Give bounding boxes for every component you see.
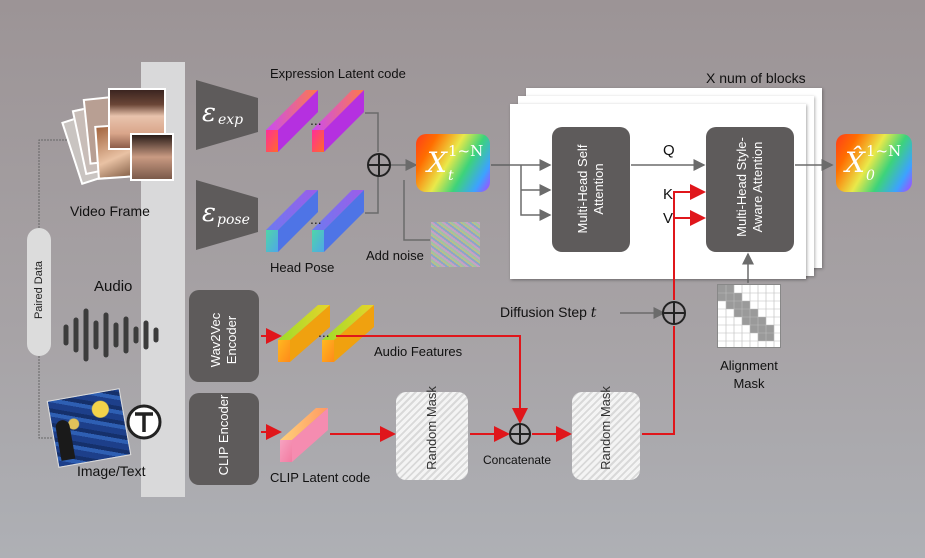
head-pose-label: Head Pose <box>270 260 335 275</box>
audio-features-label: Audio Features <box>374 344 463 359</box>
diffusion-step-label: Diffusion Step t <box>500 304 596 321</box>
pose-encoder-sub: pose <box>217 212 250 228</box>
self-attention-label: Multi-Head Self Attention <box>575 144 606 234</box>
audio-label: Audio <box>94 278 133 295</box>
alignment-mask-label: Alignment Mask <box>720 358 778 391</box>
output-latent-box <box>836 134 912 192</box>
paired-data-pill <box>27 228 51 356</box>
add-noise-label: Add noise <box>366 248 424 263</box>
noisy-latent-symbol: X <box>427 146 447 179</box>
text-t-icon <box>126 404 162 440</box>
alignment-mask-cells <box>718 285 780 347</box>
video-frame-label: Video Frame <box>70 203 150 219</box>
diffusion-step-text: Diffusion Step <box>500 304 587 320</box>
output-latent-sup: 1~N <box>866 142 902 160</box>
diffusion-step-var: t <box>590 305 597 321</box>
svg-text:...: ... <box>318 324 330 340</box>
query-label: Q <box>663 142 675 159</box>
pose-encoder-symbol: ε <box>202 198 216 228</box>
clip-encoder: CLIP Encoder <box>189 393 259 485</box>
expression-encoder-sub: exp <box>218 112 244 128</box>
random-mask-1: Random Mask <box>396 386 468 480</box>
output-latent-sub: 0 <box>866 168 875 184</box>
value-label: V <box>663 210 674 227</box>
self-attention-block: Multi-Head Self Attention <box>552 127 630 252</box>
noisy-latent-box <box>416 134 490 192</box>
image-text-label: Image/Text <box>77 463 146 479</box>
concatenate-label: Concatenate <box>483 453 552 467</box>
svg-text:...: ... <box>310 211 322 227</box>
alignment-mask-grid <box>717 284 781 348</box>
head-pose-prisms: ... <box>266 190 364 252</box>
noisy-latent-sub: t <box>448 168 454 184</box>
expression-encoder-symbol: ε <box>202 98 216 128</box>
clip-latent-label: CLIP Latent code <box>270 470 371 485</box>
wav2vec-encoder: Wav2Vec Encoder <box>189 290 259 382</box>
key-label: K <box>663 186 674 203</box>
random-mask-2: Random Mask <box>572 386 640 480</box>
style-attention-block: Multi-Head Style-Aware Attention <box>706 127 794 252</box>
output-latent-symbol: X̂ <box>845 146 865 179</box>
audio-feature-prisms: ... <box>278 305 374 362</box>
clip-latent-prism <box>280 408 328 462</box>
audio-waveform-icon <box>63 308 159 362</box>
diffusion-plus-icon <box>662 301 686 325</box>
expression-latent-label: Expression Latent code <box>270 66 406 81</box>
random-mask-2-label: Random Mask <box>598 386 613 470</box>
add-plus-icon <box>367 153 391 177</box>
expression-latent-prisms: ... <box>266 90 364 152</box>
noise-patch <box>431 222 480 267</box>
random-mask-1-label: Random Mask <box>424 386 439 470</box>
block-count-label: X num of blocks <box>706 70 806 86</box>
expression-encoder <box>196 80 258 150</box>
concatenate-plus-icon <box>509 423 531 445</box>
pose-encoder <box>196 180 258 250</box>
noisy-latent-sup: 1~N <box>448 142 484 160</box>
svg-text:...: ... <box>310 112 322 128</box>
style-attention-label: Multi-Head Style-Aware Attention <box>734 137 765 237</box>
